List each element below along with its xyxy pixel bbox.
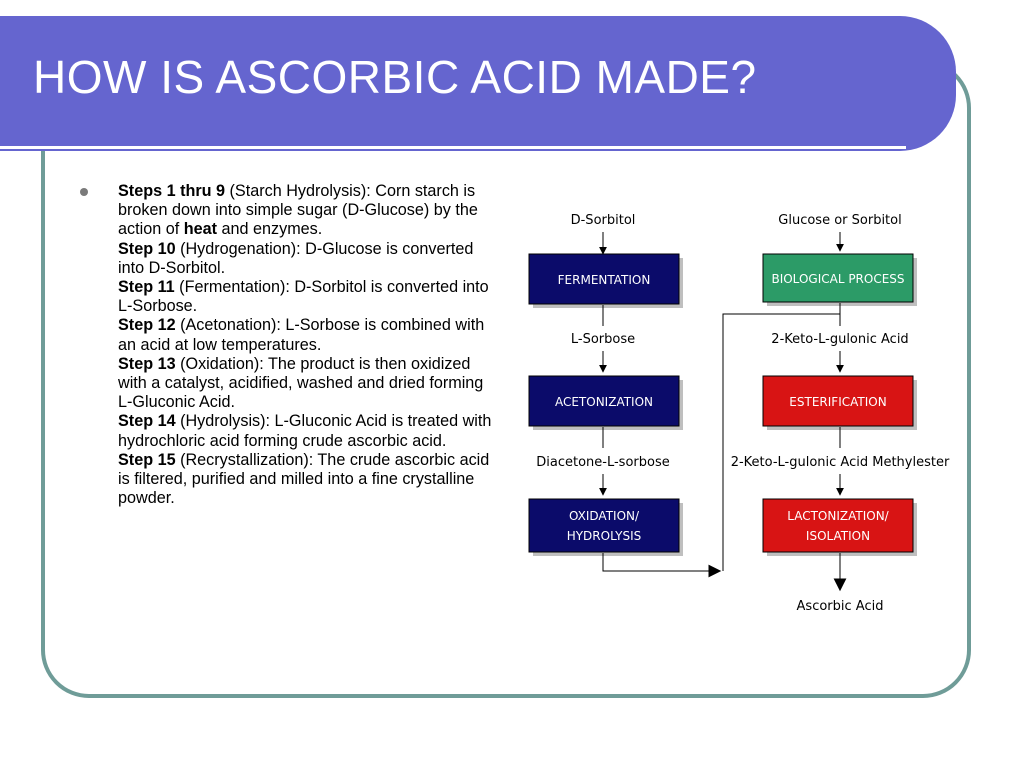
step-text: (Fermentation): D-Sorbitol is converted … (118, 278, 489, 316)
cross-connector-line (722, 313, 840, 571)
step-emphasis: heat (183, 220, 217, 239)
step-paragraph: Step 12 (Acetonation): L-Sorbose is comb… (118, 316, 498, 354)
intermediate-methylester: 2-Keto-L-gulonic Acid Methylester (731, 455, 950, 470)
cross-connector-line (602, 553, 722, 578)
hydrolysis-label: HYDROLYSIS (567, 529, 642, 543)
intermediate-l-sorbose: L-Sorbose (571, 332, 635, 347)
step-label: Step 15 (118, 450, 176, 469)
title-banner (0, 16, 956, 151)
step-paragraph: Step 10 (Hydrogenation): D-Glucose is co… (118, 240, 498, 278)
step-text: (Acetonation): L-Sorbose is combined wit… (118, 316, 485, 354)
intermediate-2-keto-l-gulonic-acid: 2-Keto-L-gulonic Acid (771, 332, 908, 347)
biological-process-label: BIOLOGICAL PROCESS (771, 272, 904, 286)
intermediate-diacetone-l-sorbose: Diacetone-L-sorbose (536, 455, 669, 470)
step-label: Step 13 (118, 354, 176, 373)
oxidation-label: OXIDATION/ (569, 509, 640, 523)
lactonization-isolation-box (762, 498, 914, 553)
step-text: (Recrystallization): The crude ascorbic … (118, 450, 490, 508)
step-paragraph: Step 15 (Recrystallization): The crude a… (118, 451, 498, 509)
step-paragraph: Steps 1 thru 9 (Starch Hydrolysis): Corn… (118, 182, 498, 240)
step-label: Step 12 (118, 316, 176, 335)
step-label: Step 14 (118, 412, 176, 431)
fermentation-box (528, 253, 680, 305)
acetonization-box (528, 375, 680, 427)
step-text: and enzymes. (217, 220, 323, 239)
title-underline (0, 146, 906, 149)
isolation-label: ISOLATION (806, 529, 870, 543)
step-text: (Hydrogenation): D-Glucose is converted … (118, 239, 474, 277)
step-paragraph: Step 14 (Hydrolysis): L-Gluconic Acid is… (118, 412, 498, 450)
slide-title: HOW IS ASCORBIC ACID MADE? (33, 51, 757, 103)
steps-text: Steps 1 thru 9 (Starch Hydrolysis): Corn… (118, 182, 498, 508)
step-label: Step 10 (118, 239, 176, 258)
acetonization-label: ACETONIZATION (555, 395, 653, 409)
step-text: (Oxidation): The product is then oxidize… (118, 354, 484, 412)
esterification-label: ESTERIFICATION (789, 395, 886, 409)
input-d-sorbitol: D-Sorbitol (571, 213, 636, 228)
input-glucose-or-sorbitol: Glucose or Sorbitol (778, 213, 901, 228)
esterification-box (762, 375, 914, 427)
step-text: (Starch Hydrolysis): Corn starch is brok… (118, 182, 478, 239)
lactonization-label: LACTONIZATION/ (787, 509, 889, 523)
step-label: Step 11 (118, 278, 175, 297)
step-paragraph: Step 13 (Oxidation): The product is then… (118, 355, 498, 413)
oxidation-hydrolysis-box (528, 498, 680, 553)
fermentation-label: FERMENTATION (558, 273, 651, 287)
output-ascorbic-acid: Ascorbic Acid (797, 599, 884, 614)
step-text: (Hydrolysis): L-Gluconic Acid is treated… (118, 412, 492, 450)
step-label: Steps 1 thru 9 (118, 182, 226, 200)
step-paragraph: Step 11 (Fermentation): D-Sorbitol is co… (118, 278, 498, 316)
biological-process-box (762, 253, 914, 303)
bullet-dot (80, 188, 88, 196)
